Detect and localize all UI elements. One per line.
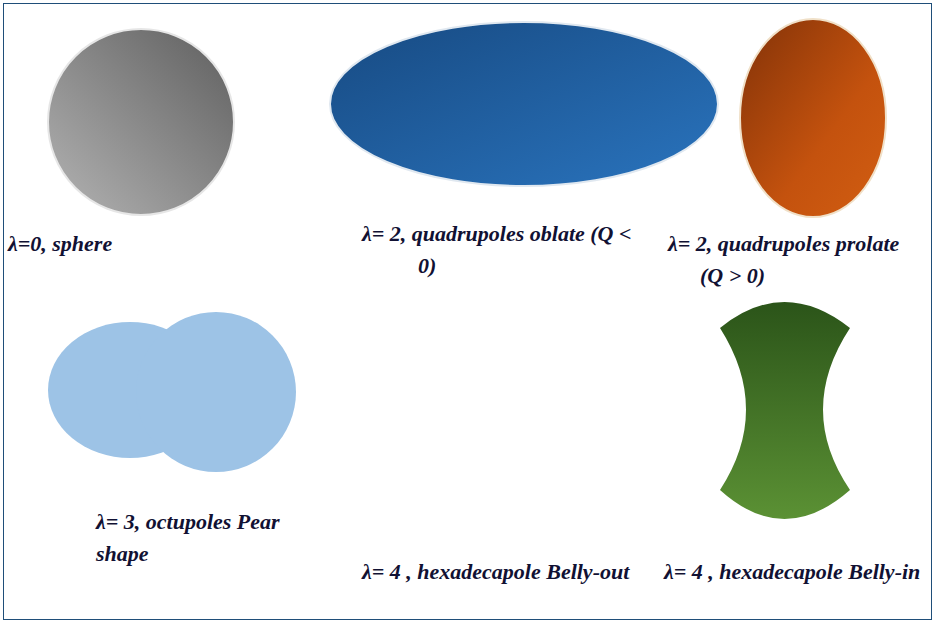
shape-caption: λ= 4 , hexadecapole Belly-in: [720, 556, 925, 588]
pear-shape: [48, 312, 296, 472]
oblate-shape: [330, 22, 718, 186]
shape-caption: λ= 4 , hexadecapole Belly-out: [412, 556, 637, 588]
shape-caption: λ= 2, quadrupoles prolate (Q > 0): [700, 228, 925, 292]
shape-caption: λ= 3, octupoles Pear shape: [96, 506, 311, 570]
sphere-shape: [48, 29, 234, 215]
prolate-shape: [740, 19, 886, 217]
shape-caption: λ= 2, quadrupoles oblate (Q < 0): [418, 218, 633, 282]
shape-caption: λ=0, sphere: [8, 228, 308, 260]
belly-in-shape: [720, 302, 850, 519]
